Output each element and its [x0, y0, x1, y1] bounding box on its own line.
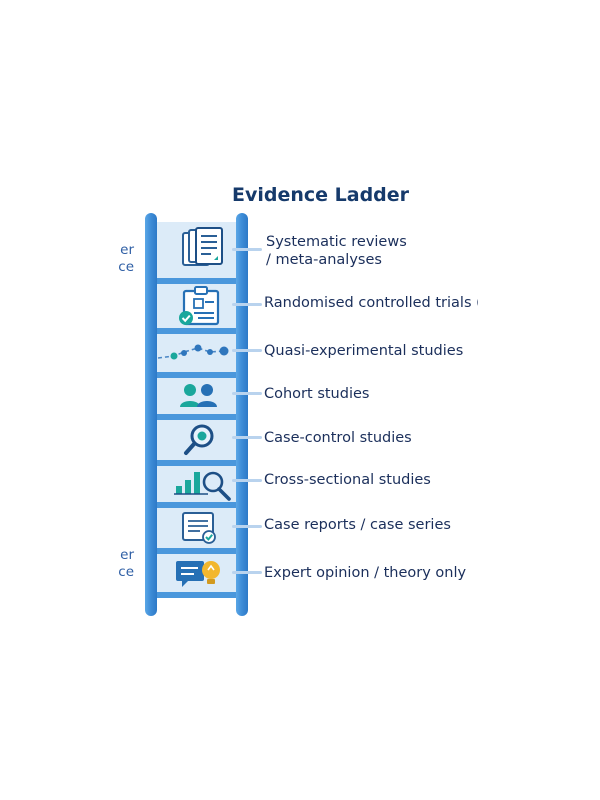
clipboard-check-icon	[179, 286, 220, 326]
bar-chart-magnifier-icon	[174, 471, 231, 501]
rung-label-rcts: Randomised controlled trials (R	[264, 295, 478, 311]
connector-pin	[232, 303, 262, 306]
connector-pin	[232, 571, 262, 574]
documents-stack-icon	[182, 227, 223, 266]
ladder-rung	[154, 328, 238, 334]
rung-label-case-reports: Case reports / case series	[264, 517, 451, 533]
diagram-title: Evidence Ladder	[232, 184, 410, 206]
connector-pin	[232, 248, 262, 251]
rung-label-expert-opinion: Expert opinion / theory only	[264, 565, 467, 581]
edge-label-bottom-line2: ce	[118, 564, 134, 580]
ladder-rung	[154, 278, 238, 284]
ladder-rung	[154, 414, 238, 420]
edge-label-bottom: er ce	[108, 547, 134, 581]
edge-label-top-line1: er	[120, 242, 134, 258]
document-check-icon	[182, 512, 216, 544]
ladder-rung	[154, 592, 238, 598]
edge-label-top: er ce	[108, 242, 134, 276]
people-group-icon	[180, 384, 217, 407]
ladder-panel-4	[156, 378, 236, 414]
ladder-right-rail	[236, 213, 248, 616]
rung-label-quasi-experimental: Quasi-experimental studies	[264, 343, 464, 359]
speech-lightbulb-icon	[176, 561, 220, 587]
connector-pin	[232, 436, 262, 439]
ladder-rung	[154, 372, 238, 378]
connector-pin	[232, 479, 262, 482]
rung-label-cross-sectional: Cross-sectional studies	[264, 472, 431, 488]
ladder-rung	[154, 460, 238, 466]
rung-label-case-control: Case-control studies	[264, 430, 412, 446]
connector-pin	[232, 349, 262, 352]
edge-label-top-line2: ce	[118, 259, 134, 275]
ladder-rung	[154, 502, 238, 508]
connector-pin	[232, 392, 262, 395]
connector-pin	[232, 525, 262, 528]
rung-label-systematic-reviews: Systematic reviews / meta-analyses	[266, 233, 407, 269]
ladder-rung	[154, 548, 238, 554]
magnifier-icon	[184, 424, 214, 455]
ladder-left-rail	[145, 213, 157, 616]
rung-label-cohort: Cohort studies	[264, 386, 370, 402]
edge-label-bottom-line1: er	[120, 547, 134, 563]
rung-label-line: / meta-analyses	[266, 252, 382, 268]
trend-line-icon	[157, 344, 229, 360]
rung-label-line: Systematic reviews	[266, 234, 407, 250]
